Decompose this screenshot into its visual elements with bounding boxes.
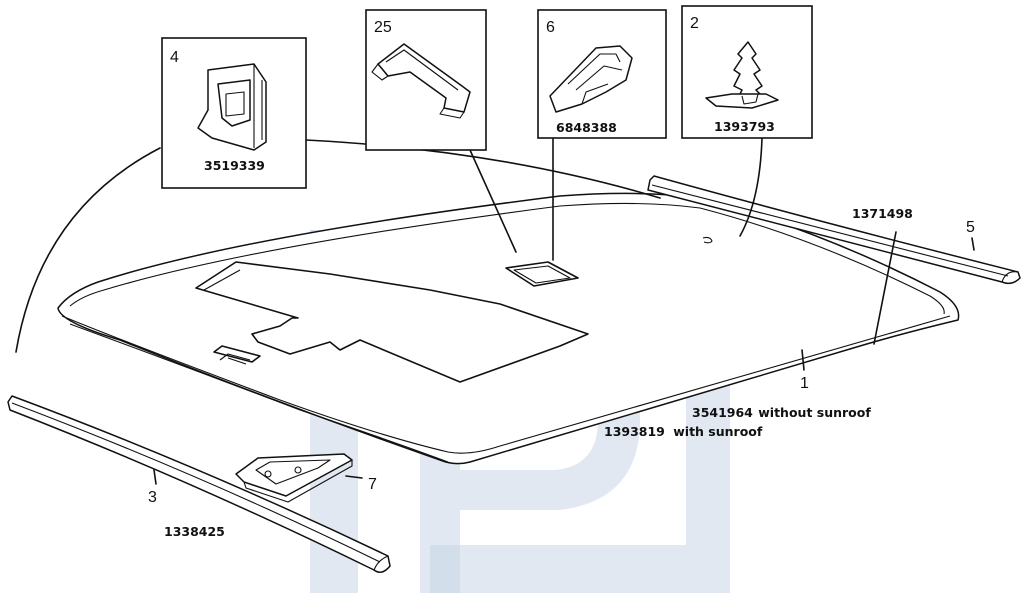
part-label-1: 1 xyxy=(800,375,809,392)
part-number-3541964: 3541964 without sunroof xyxy=(692,405,871,420)
callout-number-25: 25 xyxy=(374,19,392,36)
part-number-1338425: 1338425 xyxy=(164,524,225,539)
callout-number-4: 4 xyxy=(170,49,179,66)
callout-box-6: 6 6848388 xyxy=(537,9,667,139)
note-without-sunroof: without sunroof xyxy=(758,405,871,420)
part-number-6848388: 6848388 xyxy=(556,120,617,135)
cover-plate xyxy=(235,453,353,503)
roof-rail-left xyxy=(7,395,391,573)
callout-number-2: 2 xyxy=(690,15,699,32)
fastener-part-2 xyxy=(705,41,779,109)
part-number-without-sunroof: 3541964 xyxy=(692,405,753,420)
part-label-5: 5 xyxy=(966,219,975,236)
callout-box-4: 4 3519339 xyxy=(161,37,307,189)
part-label-3: 3 xyxy=(148,489,157,506)
headliner-panel xyxy=(57,192,960,465)
leader-lines xyxy=(15,137,975,485)
part-number-1393819: 1393819 with sunroof xyxy=(604,424,763,439)
part-number-with-sunroof: 1393819 xyxy=(604,424,665,439)
part-number-1371498: 1371498 xyxy=(852,206,913,221)
note-with-sunroof: with sunroof xyxy=(673,424,763,439)
part-number-3519339: 3519339 xyxy=(204,158,265,173)
callout-box-2: 2 1393793 xyxy=(681,5,813,139)
callout-number-6: 6 xyxy=(546,19,555,36)
clip-part-4 xyxy=(197,63,267,151)
roof-rail-right xyxy=(647,175,1021,285)
part-label-7: 7 xyxy=(368,476,377,493)
clip-part-6 xyxy=(549,45,633,113)
clip-part-25 xyxy=(371,43,471,119)
part-number-1393793: 1393793 xyxy=(714,119,775,134)
callout-box-25: 25 xyxy=(365,9,487,151)
